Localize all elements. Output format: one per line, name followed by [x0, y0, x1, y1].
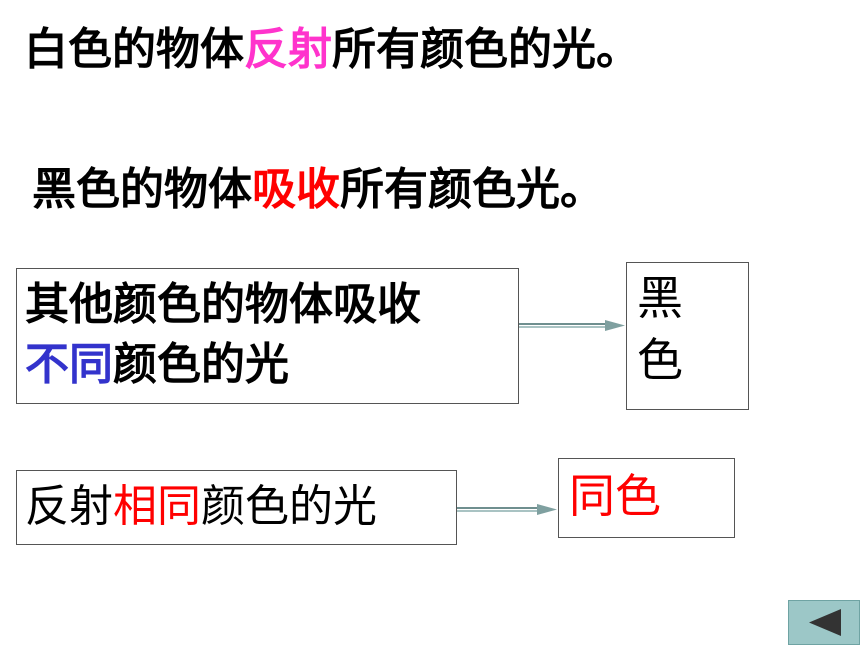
- reflect-same-highlight: 相同: [113, 481, 201, 532]
- arrow-right-icon: [519, 320, 625, 331]
- back-button[interactable]: [788, 600, 860, 645]
- black-result-char2: 色: [637, 333, 683, 387]
- other-colors-rest: 颜色的光: [113, 339, 289, 390]
- statement-white: 白色的物体反射所有颜色的光。: [24, 28, 640, 72]
- statement-black: 黑色的物体吸收所有颜色光。: [32, 168, 604, 212]
- reflect-same-text: 反射相同颜色的光: [25, 485, 377, 529]
- same-color-text: 同色: [569, 469, 661, 523]
- reflect-same-rest: 颜色的光: [201, 481, 377, 532]
- arrow-right-icon: [457, 504, 557, 515]
- reflect-same-box: 反射相同颜色的光: [16, 470, 457, 545]
- statement-white-subject: 白色的物体: [24, 24, 244, 75]
- statement-white-verb: 反射: [244, 24, 332, 75]
- other-colors-line2: 不同颜色的光: [25, 343, 289, 387]
- other-colors-box: 其他颜色的物体吸收 不同颜色的光: [16, 268, 519, 404]
- back-triangle-icon: [809, 609, 841, 636]
- statement-black-object: 所有颜色光。: [340, 164, 604, 215]
- statement-black-verb: 吸收: [252, 164, 340, 215]
- statement-white-object: 所有颜色的光。: [332, 24, 640, 75]
- statement-black-subject: 黑色的物体: [32, 164, 252, 215]
- same-color-box: 同色: [558, 458, 735, 538]
- other-colors-highlight: 不同: [25, 339, 113, 390]
- reflect-same-verb: 反射: [25, 481, 113, 532]
- black-result-box: 黑 色: [626, 262, 749, 410]
- black-result-char1: 黑: [637, 271, 683, 325]
- other-colors-line1: 其他颜色的物体吸收: [25, 279, 421, 330]
